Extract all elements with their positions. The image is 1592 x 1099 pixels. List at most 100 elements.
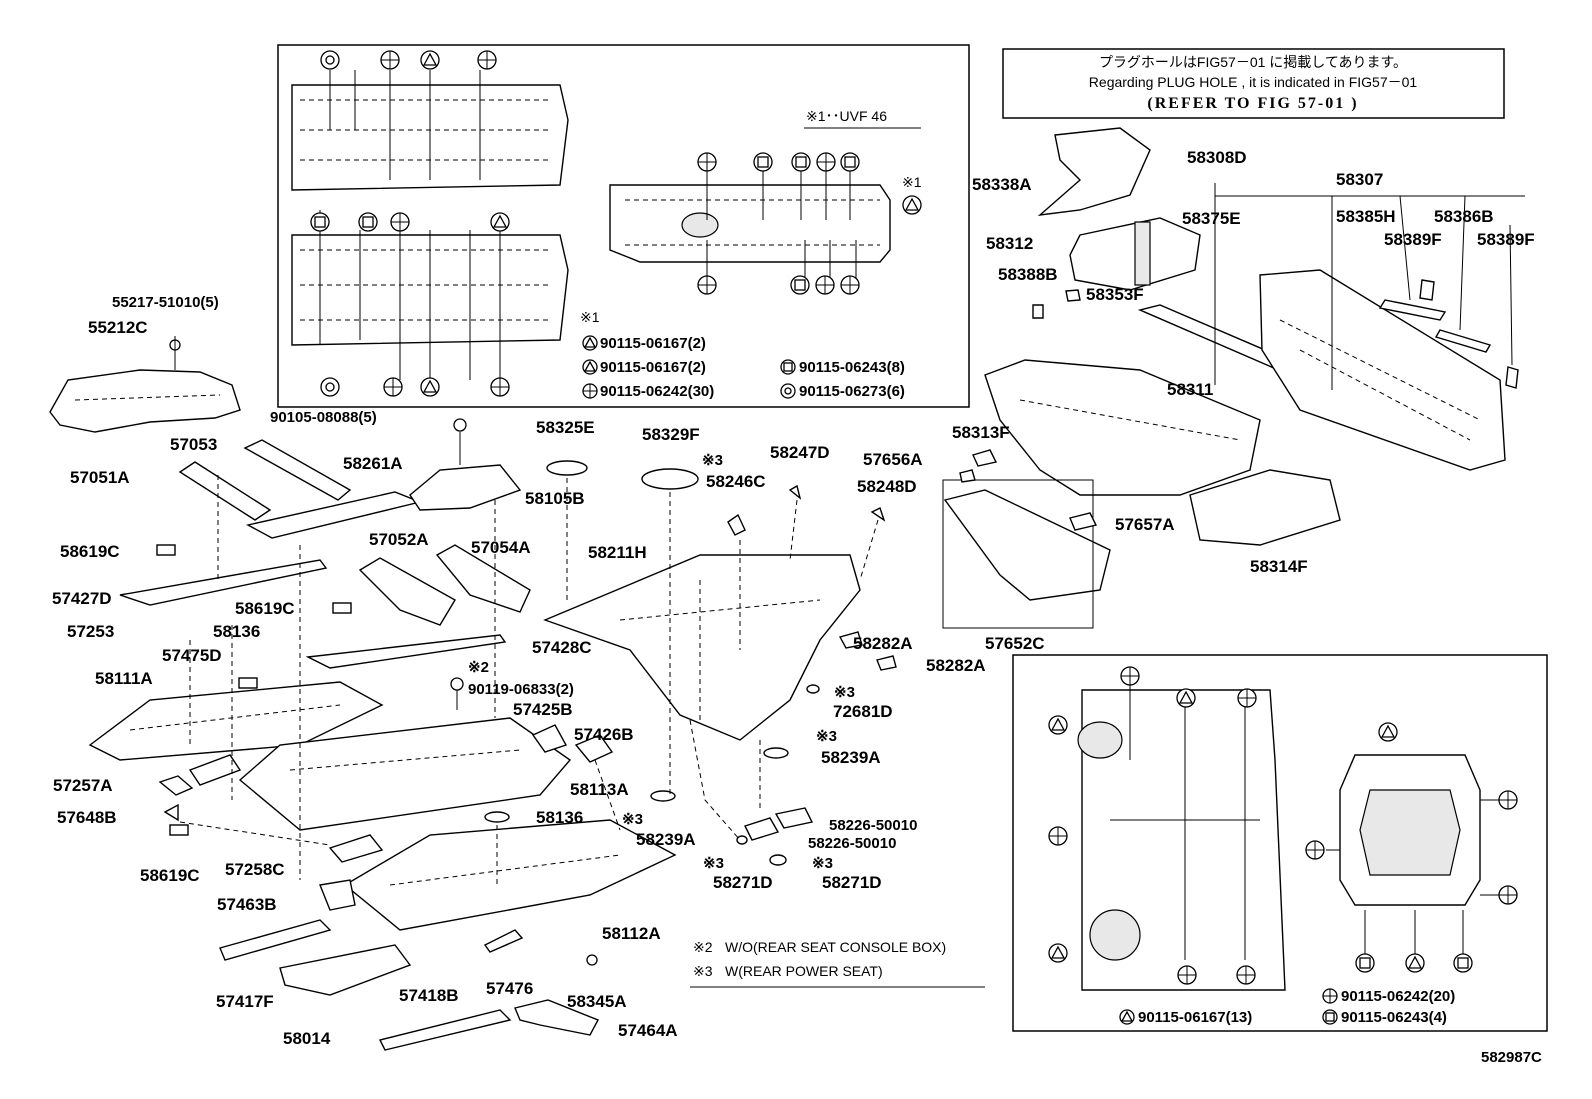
option-mark: ※3 — [812, 855, 833, 872]
inset-top-legend: 90115-06167(2) 90115-06167(2) 90115-0624… — [582, 335, 905, 400]
legend-item: 90115-06167(2) — [600, 359, 706, 376]
part-label: 57054A — [471, 538, 531, 557]
part-label: 58211H — [588, 543, 647, 562]
part-label: 57464A — [618, 1021, 678, 1040]
part-label: 58311 — [1167, 380, 1213, 399]
part-label: 58389F — [1477, 230, 1535, 249]
part-label: 58246C — [706, 472, 766, 491]
part-label: 57463B — [217, 895, 277, 914]
part-label: 58271D — [822, 873, 882, 892]
triangle-circle-icon — [1120, 1010, 1134, 1022]
part-label: 57652C — [985, 634, 1045, 653]
part-label: 57052A — [369, 530, 429, 549]
part-label: 57476 — [486, 979, 533, 998]
note-line-refer: (REFER TO FIG 57-01 ) — [1147, 95, 1358, 112]
footnote-text: W(REAR POWER SEAT) — [725, 963, 883, 979]
inset-top-legend-mark: ※1 — [580, 309, 600, 325]
part-label: 57475D — [162, 646, 222, 665]
part-label: 58388B — [998, 265, 1058, 284]
part-label: 58105B — [525, 489, 585, 508]
part-label: 58329F — [642, 425, 700, 444]
part-label: 58307 — [1336, 170, 1383, 189]
part-label: 58389F — [1384, 230, 1442, 249]
option-mark: ※3 — [834, 684, 855, 701]
part-label: 58619C — [60, 542, 120, 561]
part-labels: 55217-51010(5) 55212C 90105-08088(5) 570… — [52, 148, 1542, 1066]
part-label: 58111A — [95, 669, 153, 688]
rear-body-sketches — [942, 127, 1525, 629]
legend-item: 90115-06273(6) — [799, 383, 905, 400]
inset-top-title: ※1･･UVF 46 — [806, 108, 887, 124]
footnote-mark: ※2 — [693, 939, 713, 955]
part-label: 57053 — [170, 435, 217, 454]
part-label: 57656A — [863, 450, 923, 469]
part-label: 57648B — [57, 808, 117, 827]
footnotes: ※2 W/O(REAR SEAT CONSOLE BOX) ※3 W(REAR … — [690, 939, 985, 988]
part-label: 58014 — [283, 1029, 331, 1048]
part-label: 58282A — [926, 656, 986, 675]
part-label: 58226-50010 — [829, 817, 917, 834]
part-label: 58353F — [1086, 285, 1144, 304]
note-line-jp: プラグホールはFIG57－01 に掲載してあります。 — [1099, 54, 1407, 70]
footnote-text: W/O(REAR SEAT CONSOLE BOX) — [725, 939, 946, 955]
part-label: 58112A — [602, 924, 661, 943]
part-label: 58271D — [713, 873, 773, 892]
triangle-circle-icon — [583, 360, 597, 372]
option-mark: ※3 — [703, 855, 724, 872]
part-label: 57051A — [70, 468, 130, 487]
part-label: 58261A — [343, 454, 403, 473]
part-label: 57417F — [216, 992, 274, 1011]
square-circle-icon — [783, 362, 793, 372]
footnote-mark: ※3 — [693, 963, 713, 979]
part-label: 58385H — [1336, 207, 1396, 226]
inset-bottom-frame — [1012, 654, 1548, 1032]
part-label: 57426B — [574, 725, 634, 744]
note-line-en: Regarding PLUG HOLE , it is indicated in… — [1089, 74, 1418, 90]
part-label: 58239A — [821, 748, 881, 767]
part-label: 58282A — [853, 634, 913, 653]
part-label: 58308D — [1187, 148, 1247, 167]
part-label: 90119-06833(2) — [468, 681, 574, 698]
part-label: 58248D — [857, 477, 917, 496]
part-label: 57257A — [53, 776, 113, 795]
inset-bottom-sketch-left — [1048, 666, 1286, 991]
triangle-circle-icon — [583, 336, 597, 348]
part-label: 58313F — [952, 423, 1010, 442]
part-label: 55212C — [88, 318, 148, 337]
legend-item: 90115-06243(4) — [1341, 1009, 1447, 1026]
part-label: 58338A — [972, 175, 1032, 194]
part-label: 57427D — [52, 589, 112, 608]
inset-top-floor-sketch — [291, 50, 569, 397]
legend-item: 90115-06167(2) — [600, 335, 706, 352]
part-label: 72681D — [833, 702, 893, 721]
part-label: 58136 — [536, 808, 583, 827]
part-label: 58226-50010 — [808, 835, 896, 852]
inset-top-uvf-sketch — [609, 152, 922, 295]
option-mark: ※2 — [468, 659, 489, 676]
part-label: 55217-51010(5) — [112, 294, 219, 311]
legend-item: 90115-06243(8) — [799, 359, 905, 376]
part-label: 90105-08088(5) — [270, 409, 377, 426]
part-label: 58345A — [567, 992, 627, 1011]
part-label: 58239A — [636, 830, 696, 849]
part-label: 57258C — [225, 860, 285, 879]
part-label: 57657A — [1115, 515, 1175, 534]
part-label: 58619C — [140, 866, 200, 885]
legend-item: 90115-06242(30) — [600, 383, 714, 400]
part-label: 58375E — [1182, 209, 1241, 228]
part-label: 58386B — [1434, 207, 1494, 226]
part-label: 58247D — [770, 443, 830, 462]
part-label: 58113A — [570, 780, 629, 799]
option-mark: ※3 — [702, 452, 723, 469]
part-label: 57428C — [532, 638, 592, 657]
part-sketches — [49, 336, 897, 1051]
part-label: 57425B — [513, 700, 573, 719]
part-label: 57418B — [399, 986, 459, 1005]
option-mark: ※3 — [622, 811, 643, 828]
legend-item: 90115-06242(20) — [1341, 988, 1455, 1005]
part-label: 58314F — [1250, 557, 1308, 576]
inset-top-frame — [277, 44, 970, 408]
inset-top-mark: ※1 — [902, 174, 922, 190]
square-circle-icon — [1325, 1012, 1335, 1022]
